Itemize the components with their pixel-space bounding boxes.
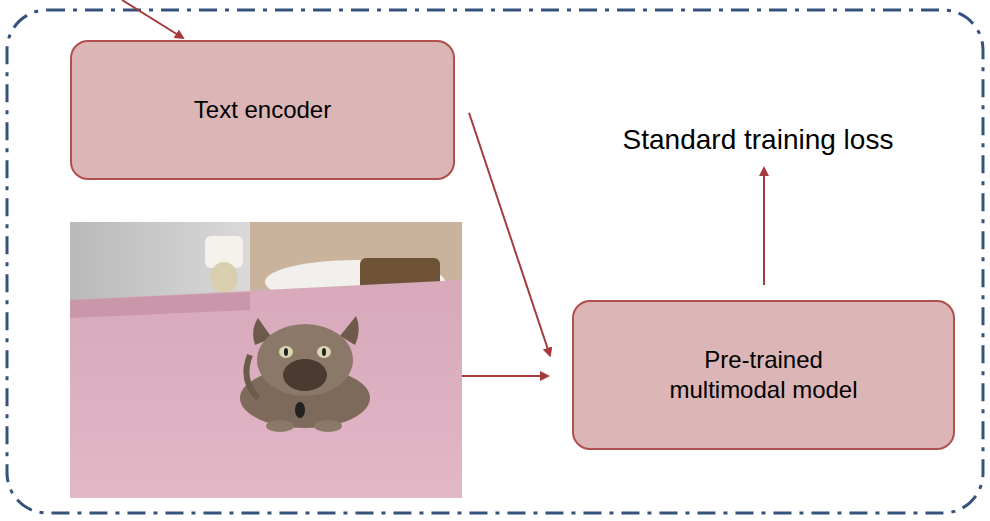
loss-arrow: [763, 168, 765, 285]
connector-arrow: [469, 113, 550, 356]
process-box: Pre-trained multimodal model: [572, 300, 955, 450]
process-box: Text encoder: [70, 40, 455, 180]
incoming-arrow: [122, 0, 183, 38]
loss-label: Standard training loss: [623, 124, 894, 156]
box-label: Pre-trained multimodal model: [654, 345, 874, 405]
dash-dot-frame: [7, 10, 983, 513]
box-label: Text encoder: [194, 95, 331, 125]
image-arrow: [455, 375, 548, 377]
